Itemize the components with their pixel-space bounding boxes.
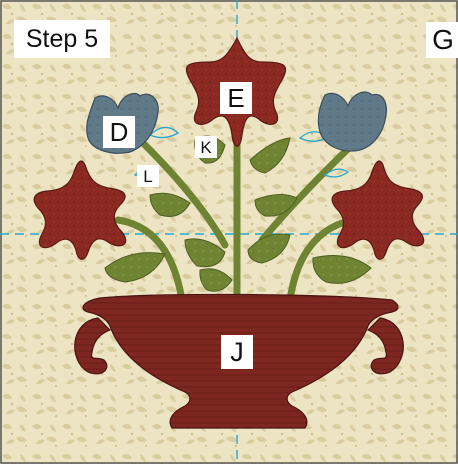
flower-right [331,160,425,260]
leaf [104,252,166,283]
piece-label-j: J [221,335,253,369]
piece-label-k: K [195,136,217,158]
leaf [199,268,233,292]
vase-handle-right [366,317,404,375]
leaf [312,255,372,284]
vase-handle-left [74,317,112,375]
corner-label: G [426,22,458,58]
piece-label-e: E [220,82,252,114]
leaf [249,137,291,174]
flower-blue-right [317,91,387,152]
piece-label-l: L [137,165,159,187]
leaf [254,194,298,217]
piece-label-d: D [103,116,135,148]
stems [114,136,356,304]
step-label: Step 5 [14,20,110,58]
leaf [184,238,226,268]
flower-left [33,160,127,260]
leaves [104,135,372,292]
leaf [149,192,191,217]
leaf [247,233,291,264]
